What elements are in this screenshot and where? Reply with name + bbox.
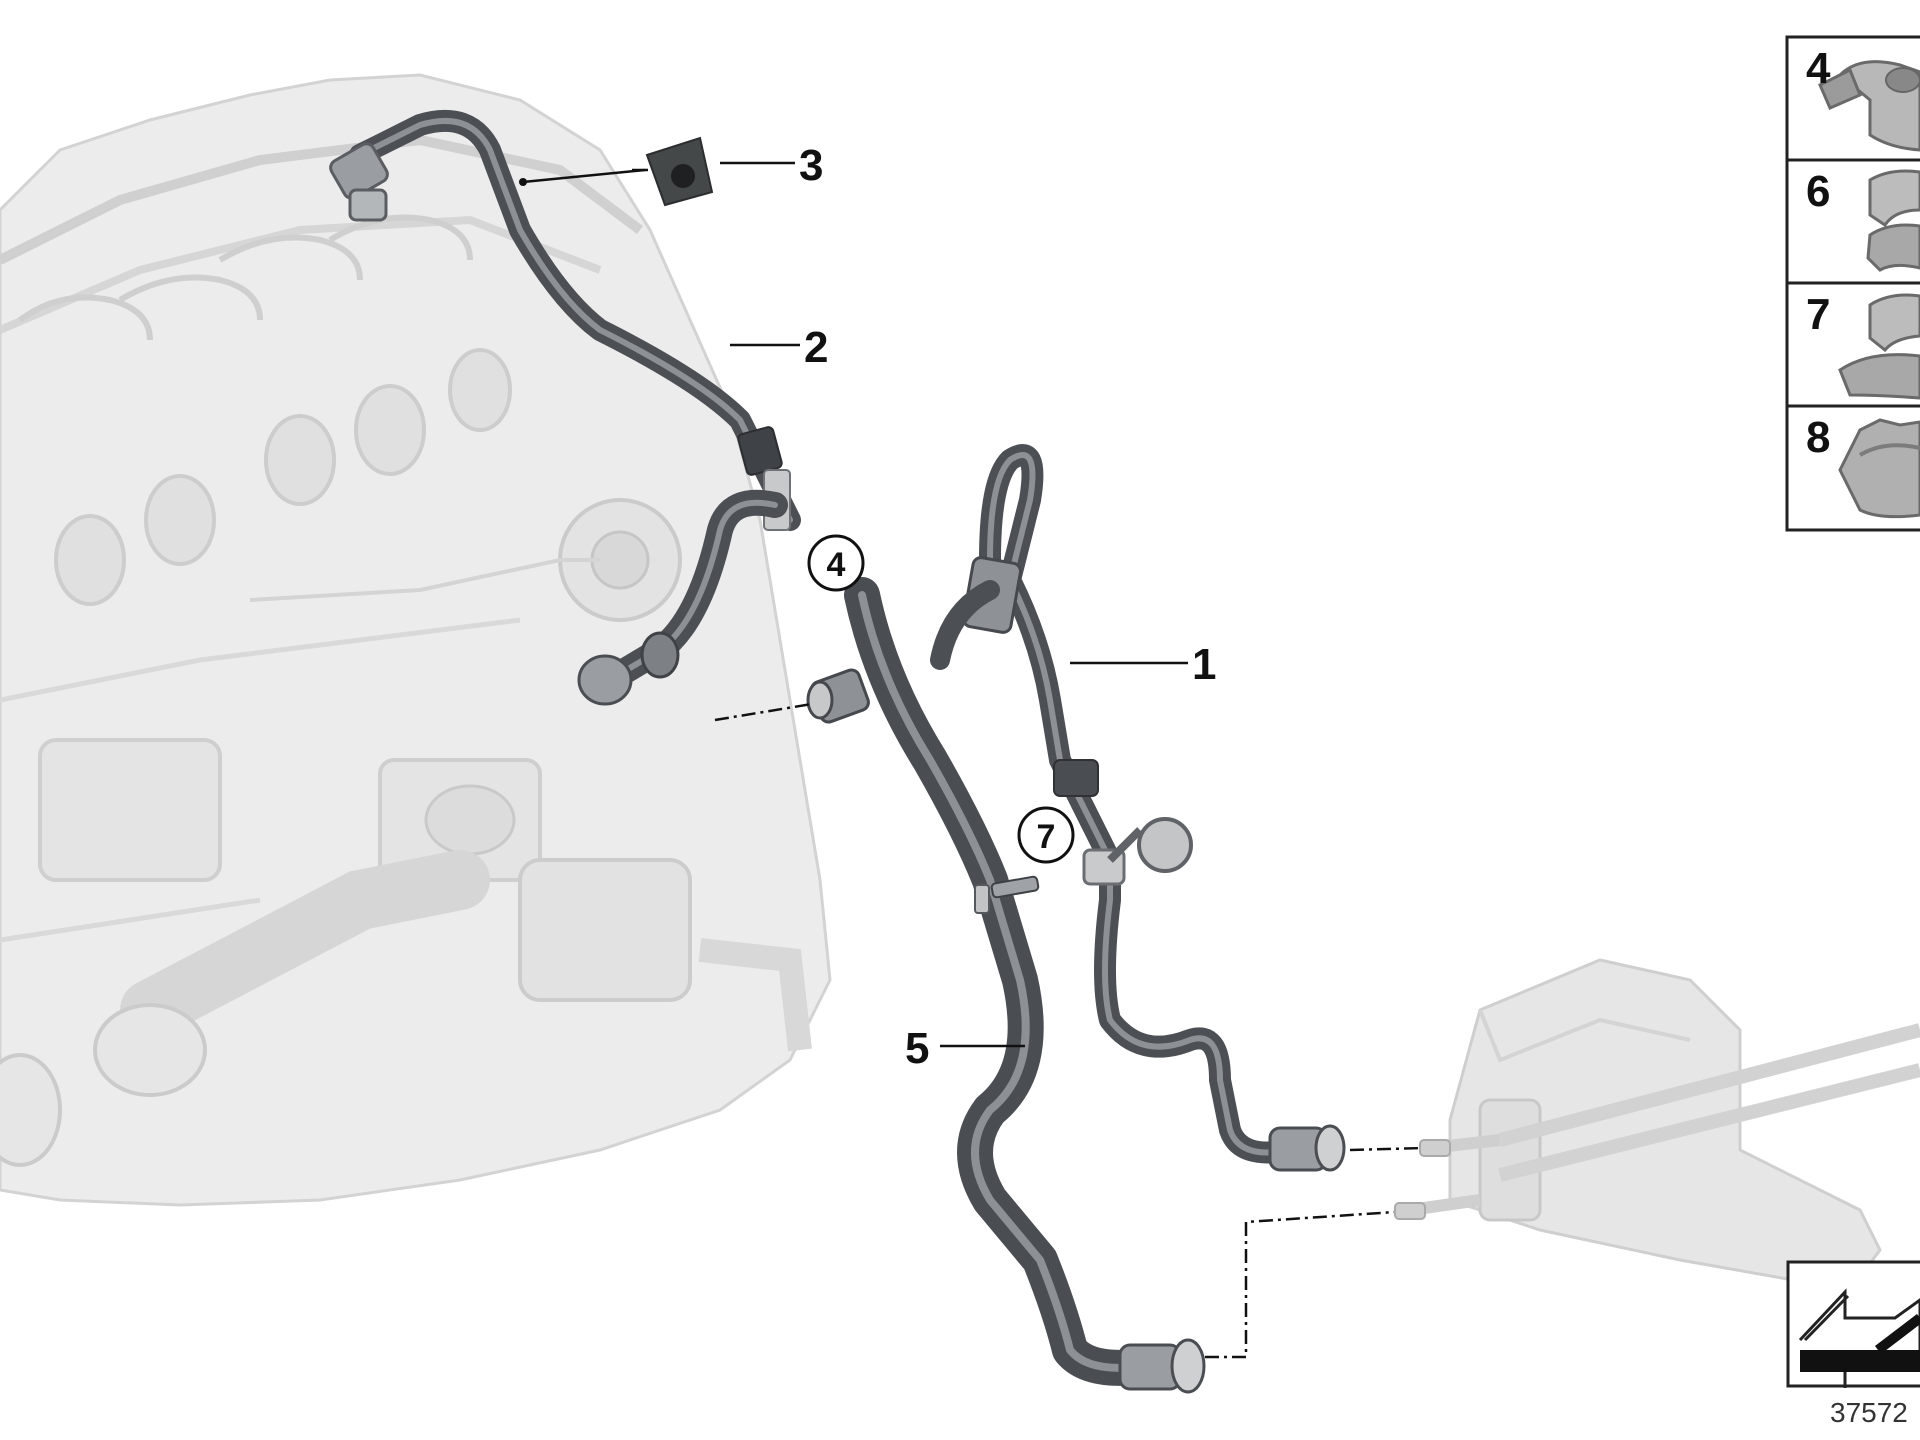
inset-label-8: 8 <box>1806 413 1830 462</box>
fuel-line-bracket-illustration <box>1409 958 1920 1292</box>
inset-label-4: 4 <box>1806 44 1831 93</box>
leader-lines <box>522 161 1188 1048</box>
fitting-tips <box>1394 1139 1451 1220</box>
callout-5: 5 <box>905 1024 929 1073</box>
callout-1: 1 <box>1192 640 1216 689</box>
diagram-id: 37572 <box>1830 1397 1908 1428</box>
inset-clip-8 <box>1838 418 1920 519</box>
direction-arrow-box <box>1786 1260 1920 1388</box>
fuel-fitting <box>806 668 870 724</box>
callout-2: 2 <box>804 323 828 372</box>
leader-dot <box>519 178 527 186</box>
inset-label-6: 6 <box>1806 167 1830 216</box>
hose-5 <box>844 577 1206 1394</box>
engine-block-illustration <box>0 73 832 1207</box>
inset-clip-4 <box>1818 60 1920 152</box>
inset-clip-7 <box>1838 293 1920 400</box>
callout-3: 3 <box>799 141 823 190</box>
inset-label-7: 7 <box>1806 290 1830 339</box>
part-3-rubber-mount <box>645 136 714 207</box>
circled-callout-7: 7 <box>1017 806 1075 864</box>
circled-callout-4: 4 <box>807 534 865 592</box>
svg-text:4: 4 <box>827 546 846 584</box>
hose-1 <box>930 444 1346 1172</box>
inset-parts-panel: 4 6 7 8 <box>1785 35 1920 532</box>
svg-text:7: 7 <box>1037 818 1056 856</box>
connection-lines <box>714 702 1426 1359</box>
hose-pump-branch <box>577 489 788 706</box>
